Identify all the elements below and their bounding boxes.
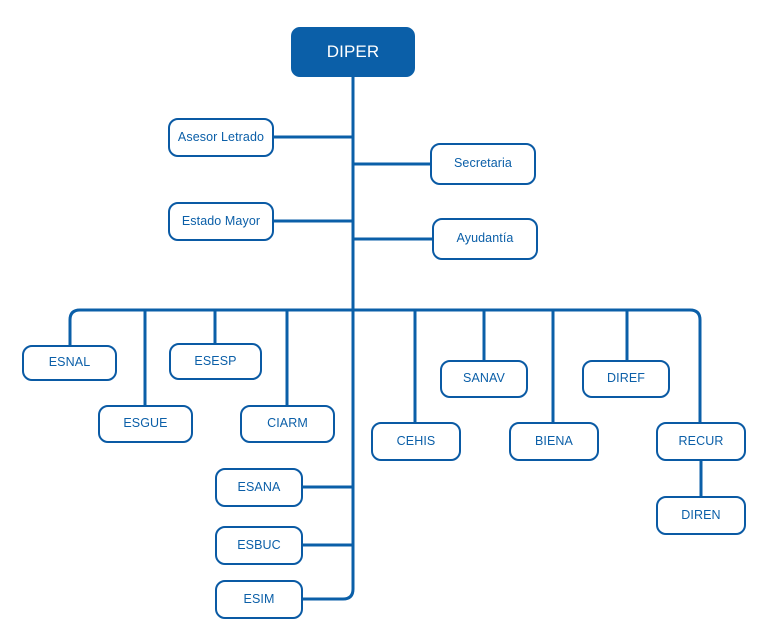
node-esesp[interactable]: ESESP xyxy=(169,343,262,380)
node-label-diper: DIPER xyxy=(326,41,380,61)
node-biena[interactable]: BIENA xyxy=(509,422,599,461)
node-esnal[interactable]: ESNAL xyxy=(22,345,117,381)
node-estado-mayor[interactable]: Estado Mayor xyxy=(168,202,274,241)
node-diper[interactable]: DIPER xyxy=(291,27,415,77)
node-cehis[interactable]: CEHIS xyxy=(371,422,461,461)
node-label-diren: DIREN xyxy=(681,507,721,522)
node-secretaria[interactable]: Secretaria xyxy=(430,143,536,185)
node-ayudantia[interactable]: Ayudantía xyxy=(432,218,538,260)
node-esim[interactable]: ESIM xyxy=(215,580,303,619)
connector-17 xyxy=(303,487,355,601)
node-label-secretaria: Secretaria xyxy=(454,156,512,171)
node-label-diref: DIREF xyxy=(607,371,645,386)
node-esbuc[interactable]: ESBUC xyxy=(215,526,303,565)
node-label-ayudantia: Ayudantía xyxy=(456,231,514,246)
node-label-ciarm: CIARM xyxy=(267,416,308,431)
node-label-esbuc: ESBUC xyxy=(237,537,281,552)
node-sanav[interactable]: SANAV xyxy=(440,360,528,398)
node-recur[interactable]: RECUR xyxy=(656,422,746,461)
node-label-recur: RECUR xyxy=(678,433,724,448)
node-asesor-letrado[interactable]: Asesor Letrado xyxy=(168,118,274,157)
node-label-esana: ESANA xyxy=(237,479,281,494)
node-label-asesor-letrado: Asesor Letrado xyxy=(177,129,265,144)
node-diren[interactable]: DIREN xyxy=(656,496,746,535)
node-label-sanav: SANAV xyxy=(463,371,505,386)
node-label-esgue: ESGUE xyxy=(123,416,168,431)
node-diref[interactable]: DIREF xyxy=(582,360,670,398)
node-label-estado-mayor: Estado Mayor xyxy=(181,213,261,228)
node-label-cehis: CEHIS xyxy=(396,433,436,448)
node-ciarm[interactable]: CIARM xyxy=(240,405,335,443)
node-label-biena: BIENA xyxy=(534,433,573,448)
node-esana[interactable]: ESANA xyxy=(215,468,303,507)
node-label-esesp: ESESP xyxy=(194,353,237,368)
node-label-esim: ESIM xyxy=(243,591,275,606)
node-label-esnal: ESNAL xyxy=(48,355,91,370)
node-esgue[interactable]: ESGUE xyxy=(98,405,193,443)
